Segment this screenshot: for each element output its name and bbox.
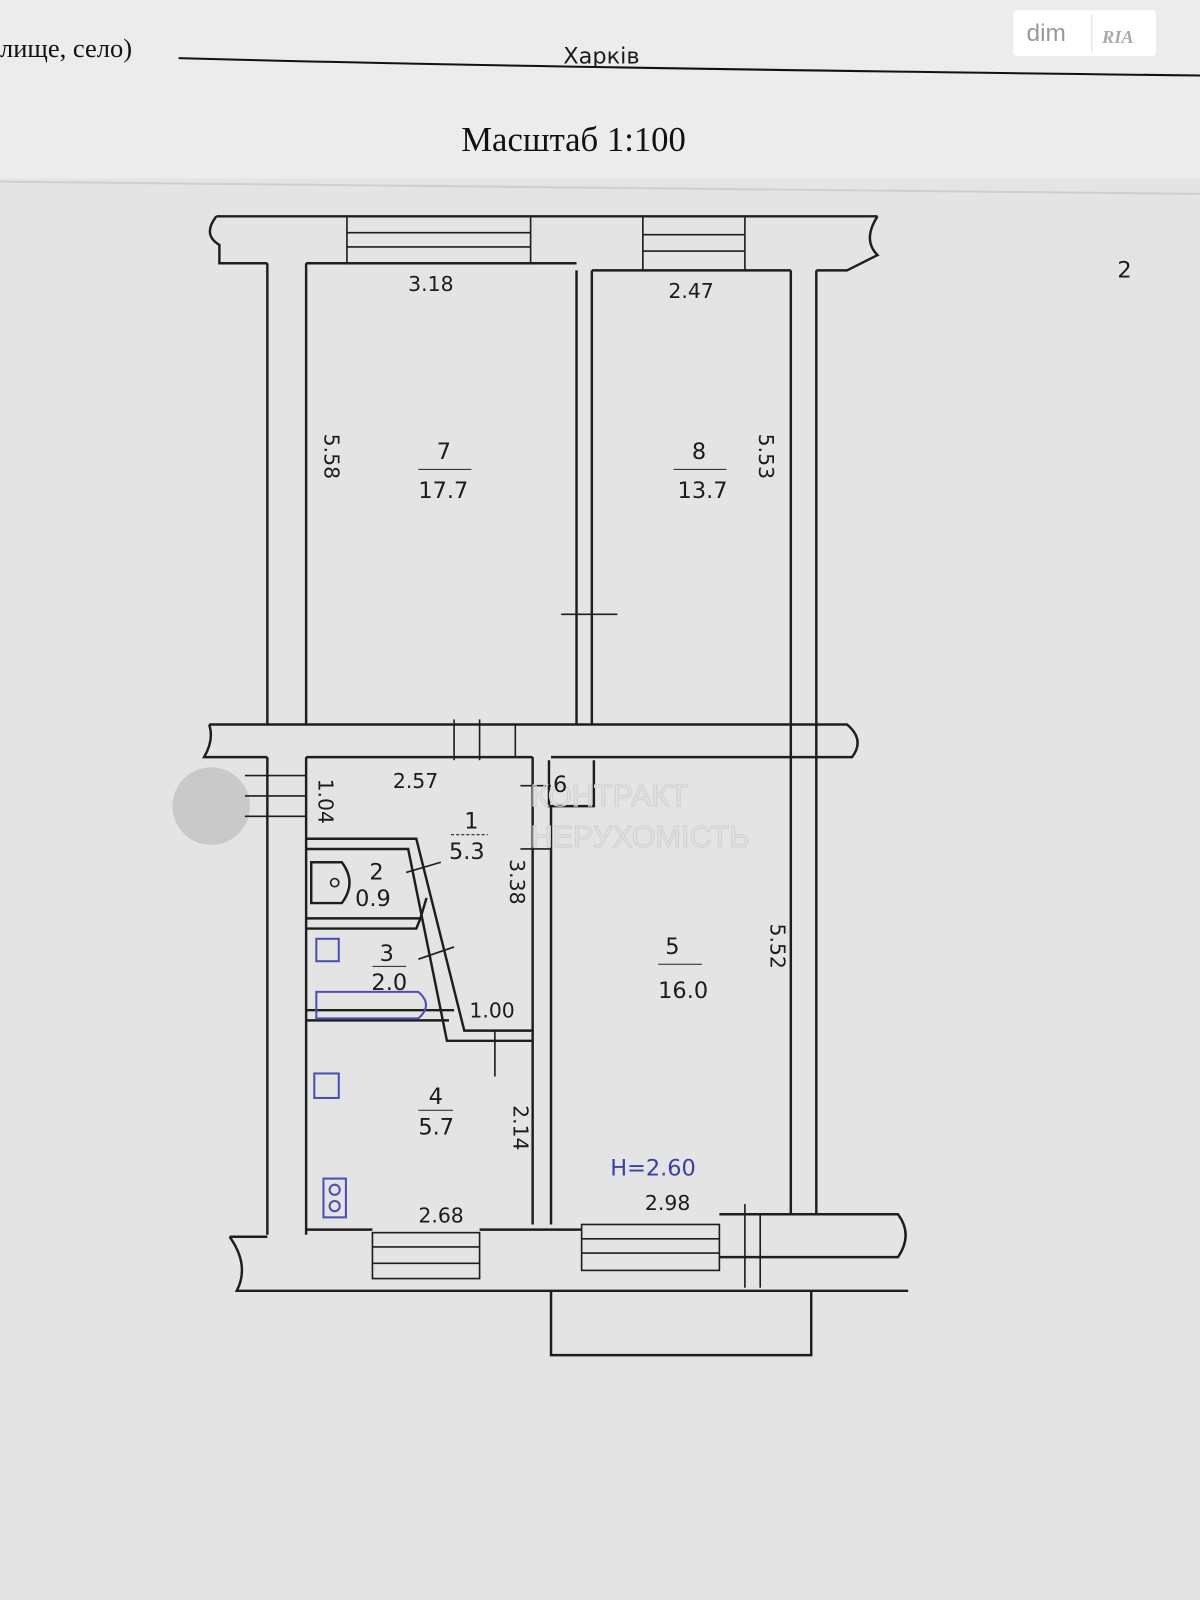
city-handwritten: Харків: [563, 43, 639, 69]
svg-text:3: 3: [380, 941, 394, 967]
window: [346, 215, 532, 265]
sheet-number: 2: [1117, 258, 1131, 284]
dim-room8-width: 2.47: [668, 279, 713, 303]
dim-room7-length: 5.58: [319, 434, 343, 479]
room-2-label: 2 0.9: [355, 860, 391, 913]
redaction-circle: [172, 767, 250, 845]
window: [580, 1223, 721, 1272]
dim-room7-width: 3.18: [408, 272, 453, 296]
room-5-label: 5 16.0: [658, 934, 708, 1004]
plan-sheet: [0, 178, 1200, 1600]
svg-text:1: 1: [464, 809, 478, 835]
room-1-label: 1 5.3: [449, 809, 488, 865]
kitchen-sink-icon: [313, 1072, 340, 1099]
form-header-area: [0, 0, 1200, 184]
dim-room5-width: 2.98: [645, 1191, 690, 1215]
svg-text:0.9: 0.9: [355, 886, 391, 912]
dim-ria-logo: dim RIA: [1013, 10, 1157, 57]
dim-kitchen-length: 2.14: [508, 1105, 532, 1150]
svg-text:2.0: 2.0: [371, 970, 407, 996]
watermark-line1: КОНТРАКТ: [531, 779, 688, 813]
dim-hall-length: 3.38: [505, 859, 529, 904]
room-6-label: 6: [553, 772, 567, 798]
svg-text:5: 5: [665, 934, 679, 960]
ceiling-height: H=2.60: [610, 1156, 696, 1182]
room-7-label: 7 17.7: [418, 439, 472, 504]
svg-text:4: 4: [429, 1084, 443, 1110]
scale-label: Масштаб 1:100: [461, 120, 686, 159]
room-4-label: 4 5.7: [418, 1084, 454, 1141]
toilet-icon: [310, 861, 351, 905]
dim-room5-length: 5.52: [765, 923, 789, 968]
svg-text:5.7: 5.7: [418, 1115, 454, 1141]
window: [371, 1231, 481, 1280]
stove-icon: [322, 1177, 347, 1219]
dim-hall-short: 1.04: [313, 779, 337, 824]
dim-bath-offset: 1.00: [469, 998, 514, 1022]
svg-text:16.0: 16.0: [658, 978, 708, 1004]
svg-text:RIA: RIA: [1101, 27, 1134, 47]
svg-text:2: 2: [369, 860, 383, 886]
svg-text:8: 8: [692, 439, 706, 465]
window: [642, 215, 746, 272]
dim-hall-width: 2.57: [393, 769, 438, 793]
room-8-label: 8 13.7: [673, 439, 728, 504]
svg-text:13.7: 13.7: [678, 478, 728, 504]
form-underline: [178, 57, 1200, 77]
form-label: лище, село): [0, 33, 132, 63]
watermark-line2: НЕРУХОМІСТЬ: [531, 820, 750, 854]
svg-text:dim: dim: [1027, 20, 1066, 47]
sink-icon: [315, 937, 340, 963]
svg-text:7: 7: [437, 439, 451, 465]
dim-room8-length: 5.53: [754, 434, 778, 479]
bathtub-icon: [315, 990, 428, 1020]
room-3-label: 3 2.0: [371, 941, 407, 996]
svg-text:5.3: 5.3: [449, 839, 485, 865]
walls: [201, 215, 909, 1357]
dim-kitchen-width: 2.68: [418, 1203, 463, 1227]
svg-text:17.7: 17.7: [418, 478, 468, 504]
